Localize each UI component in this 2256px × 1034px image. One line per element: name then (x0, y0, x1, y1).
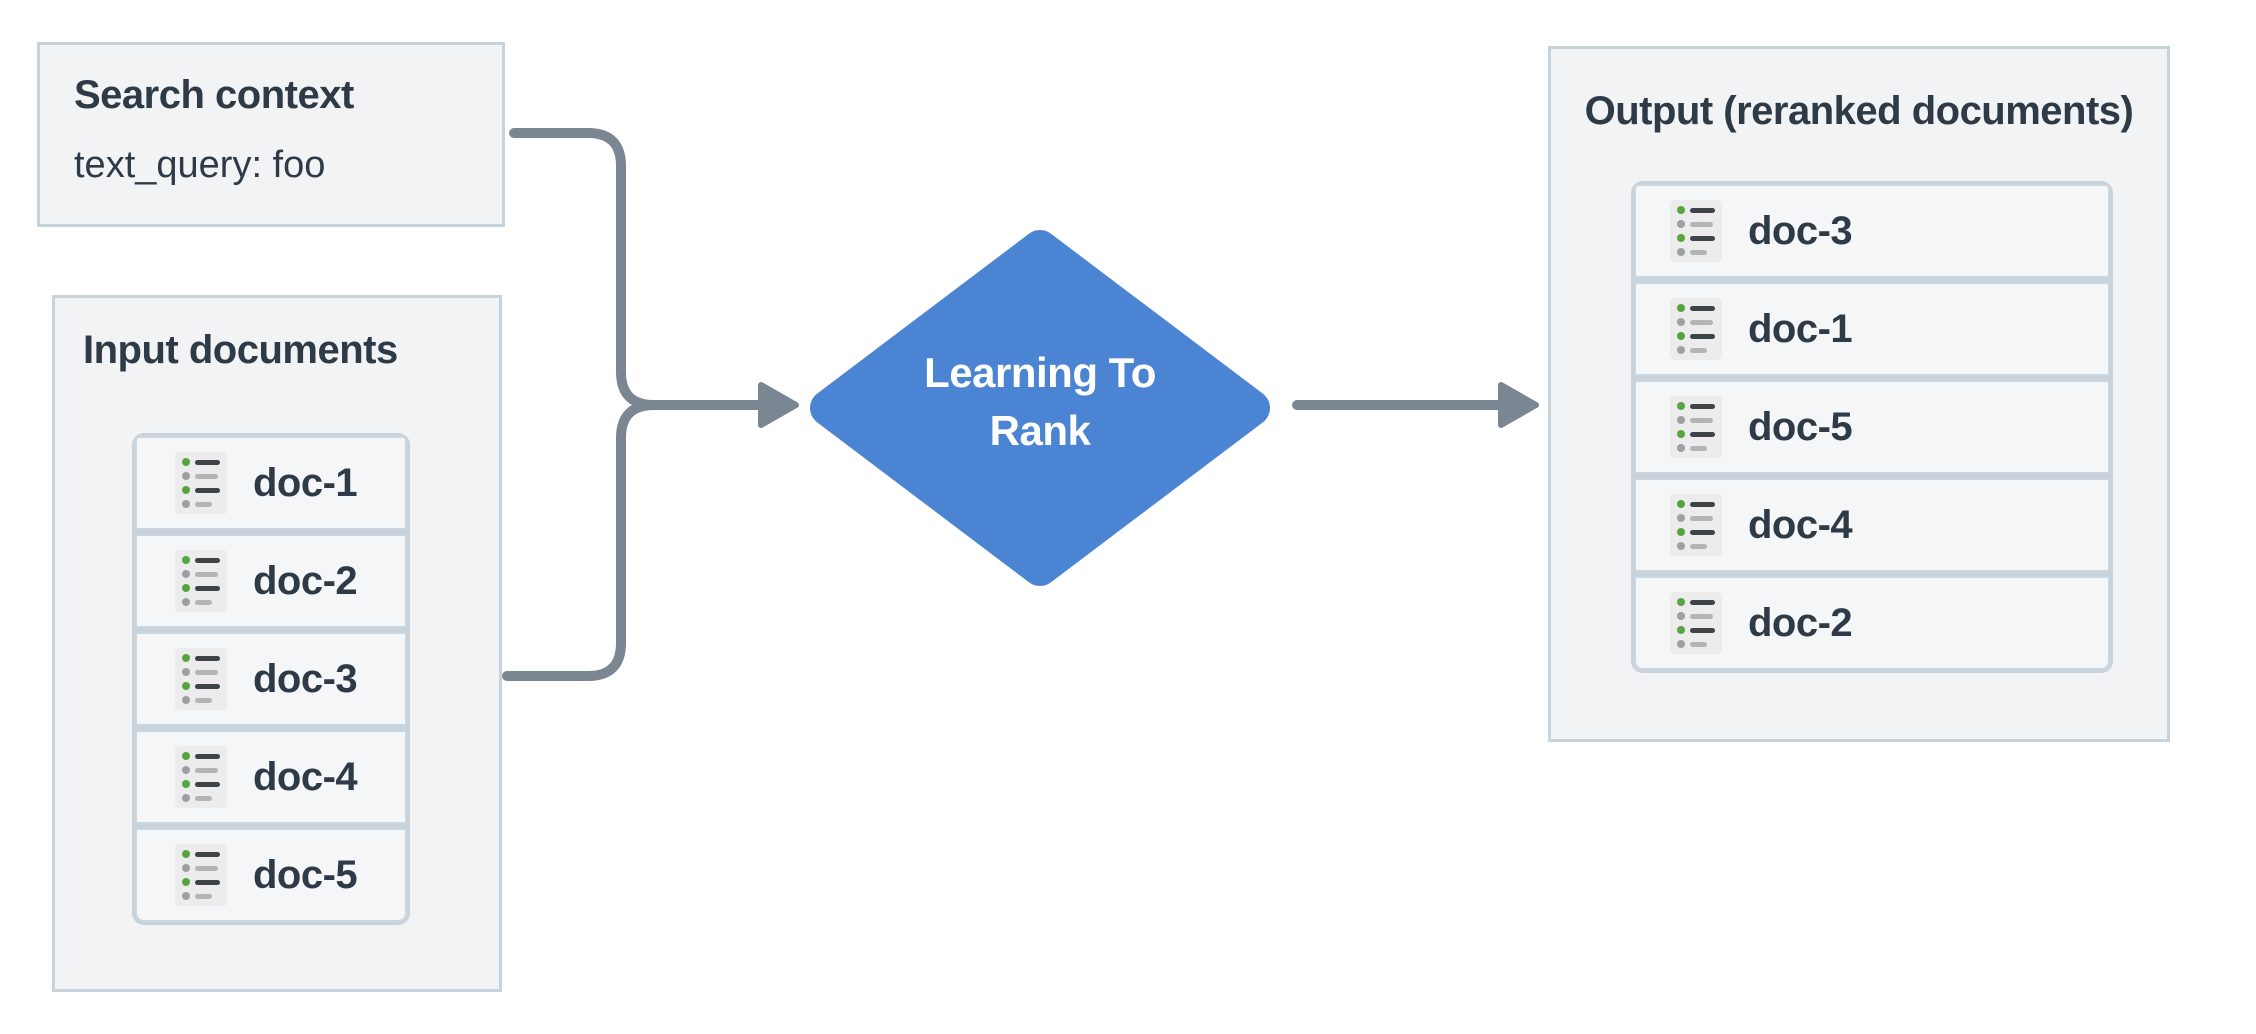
list-document-icon (175, 648, 227, 710)
document-label: doc-3 (1748, 208, 1853, 253)
list-document-icon (1670, 396, 1722, 458)
list-document-icon (1670, 200, 1722, 262)
document-label: doc-1 (1748, 306, 1853, 351)
document-label: doc-5 (1748, 404, 1853, 449)
list-document-icon (1670, 298, 1722, 360)
learning-to-rank-label: Learning To Rank (924, 349, 1156, 454)
list-document-icon (175, 746, 227, 808)
document-row: doc-1 (1634, 282, 2110, 376)
document-label: doc-4 (1748, 502, 1853, 547)
output-documents-title: Output (reranked documents) (1584, 89, 2134, 133)
search-context-title: Search context (74, 73, 354, 117)
arrow-from-input-documents (502, 400, 659, 681)
text-query-value: text_query: foo (74, 144, 326, 186)
document-row: doc-1 (135, 436, 407, 530)
document-row: doc-5 (1634, 380, 2110, 474)
list-document-icon (175, 550, 227, 612)
document-label: doc-1 (253, 460, 358, 505)
list-document-icon (1670, 494, 1722, 556)
document-row: doc-3 (1634, 184, 2110, 278)
arrow-from-search-context (509, 128, 659, 410)
list-document-icon (175, 844, 227, 906)
search-context-box: Search context text_query: foo (37, 42, 505, 227)
output-documents-list: doc-3 doc-1 (1631, 181, 2113, 673)
document-label: doc-4 (253, 754, 358, 799)
list-document-icon (175, 452, 227, 514)
document-row: doc-2 (135, 534, 407, 628)
input-documents-title: Input documents (83, 328, 398, 372)
input-documents-box: Input documents doc-1 (52, 295, 502, 992)
document-row: doc-3 (135, 632, 407, 726)
arrowhead-into-diamond (758, 382, 799, 428)
document-row: doc-4 (135, 730, 407, 824)
document-row: doc-4 (1634, 478, 2110, 572)
learning-to-rank-diamond (810, 230, 1270, 586)
list-document-icon (1670, 592, 1722, 654)
document-row: doc-2 (1634, 576, 2110, 670)
document-label: doc-5 (253, 852, 358, 897)
document-label: doc-2 (1748, 600, 1853, 645)
document-label: doc-3 (253, 656, 358, 701)
document-row: doc-5 (135, 828, 407, 922)
output-documents-box: Output (reranked documents) doc-3 (1548, 46, 2170, 742)
arrowhead-into-output (1498, 382, 1539, 428)
input-documents-list: doc-1 doc-2 (132, 433, 410, 925)
document-label: doc-2 (253, 558, 358, 603)
